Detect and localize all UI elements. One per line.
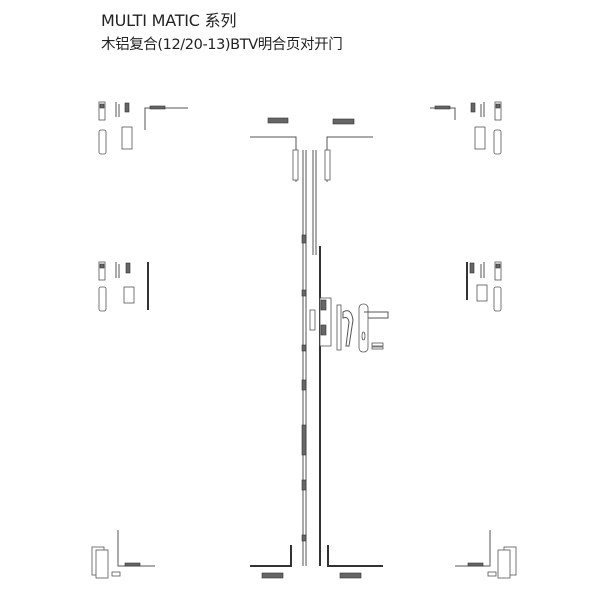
bottom-right-corner-drive bbox=[327, 545, 383, 567]
page-subtitle: 木铝复合(12/20-13)BTV明合页对开门 bbox=[101, 37, 343, 53]
lock-case bbox=[319, 297, 332, 347]
top-right-corner-drive bbox=[326, 136, 373, 182]
bottom-left-corner-drive bbox=[250, 545, 292, 567]
handle-outer bbox=[358, 303, 389, 353]
bottom-left-group bbox=[91, 530, 155, 579]
center-assembly bbox=[250, 117, 389, 579]
page-title: MULTI MATIC 系列 bbox=[101, 11, 237, 30]
left-keeps bbox=[301, 234, 307, 542]
middle-left-group bbox=[98, 261, 149, 312]
right-component-groups bbox=[430, 101, 517, 579]
left-component-groups bbox=[91, 101, 188, 579]
top-left-corner-drive bbox=[250, 136, 297, 182]
top-left-plate bbox=[267, 117, 289, 124]
top-right-plate bbox=[332, 118, 355, 125]
handle-inner bbox=[336, 304, 354, 351]
top-left-group bbox=[98, 101, 188, 155]
